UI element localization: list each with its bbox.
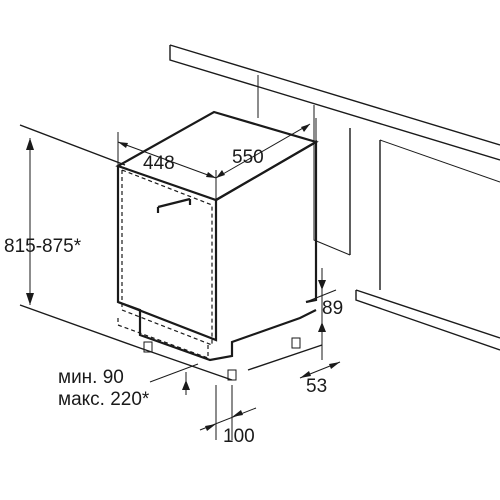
foot-back-right (291, 337, 301, 349)
dashed-panel (121, 169, 213, 346)
kitchen-cabinet-group (169, 44, 500, 351)
cabinet-upper-right (379, 139, 500, 183)
height-label: 815-875* (4, 236, 82, 257)
toe-depth-arrow-right (329, 362, 340, 369)
countertop-top-edge (169, 44, 500, 146)
offset-arrow-left (205, 424, 216, 431)
toe-height-arrow-top (318, 280, 326, 290)
foot-front-right (227, 369, 237, 381)
range-arrow (182, 380, 190, 390)
depth-label: 550 (232, 147, 264, 168)
depth-dim-line (215, 123, 311, 179)
dishwasher-body (115, 110, 319, 362)
dishwasher-plinth (117, 300, 317, 362)
offset-dimension: 100 (199, 385, 257, 447)
countertop-front-edge (169, 45, 500, 161)
offset-label: 100 (223, 426, 255, 447)
foot-front-left (143, 341, 153, 353)
toe-depth-dimension: 53 (299, 335, 341, 397)
width-dimension: 448 (117, 132, 217, 200)
depth-arrow-front (216, 170, 225, 178)
offset-arrow-right (232, 410, 243, 417)
floor-lines (19, 124, 323, 381)
toe-depth-arrow-left (300, 371, 311, 378)
width-dim-line (117, 141, 217, 179)
cabinet-base-top (355, 289, 500, 339)
dashed-plinth (117, 318, 209, 359)
max-label: макс. 220* (58, 389, 150, 410)
width-arrow-left (118, 142, 128, 148)
height-arrow-bottom (26, 293, 34, 305)
floor-line-left-bottom (19, 304, 233, 381)
toe-height-ext (305, 289, 337, 303)
toe-height-arrow-bottom (318, 322, 326, 332)
door-range-dimension: мин. 90 макс. 220* (58, 363, 199, 410)
floor-line-right (247, 344, 323, 371)
height-arrow-top (26, 138, 34, 150)
range-line (149, 363, 199, 383)
door-dashed-outline (117, 169, 213, 359)
depth-arrow-back (301, 124, 310, 132)
min-label: мин. 90 (58, 367, 124, 388)
toe-depth-label: 53 (306, 376, 327, 397)
depth-dimension: 550 (215, 118, 317, 179)
floor-line-left (19, 124, 126, 166)
width-label: 448 (143, 153, 175, 174)
cabinet-base-face (355, 290, 500, 351)
height-dimension: 815-875* (4, 138, 82, 305)
toe-height-label: 89 (322, 298, 343, 319)
cabinet-side-wall (313, 105, 351, 256)
dishwasher-side (215, 140, 318, 304)
dishwasher-front (116, 166, 218, 342)
width-arrow-right (206, 172, 216, 178)
door-handle (156, 197, 192, 213)
toe-height-dimension: 89 (305, 268, 343, 335)
feet (143, 337, 301, 381)
